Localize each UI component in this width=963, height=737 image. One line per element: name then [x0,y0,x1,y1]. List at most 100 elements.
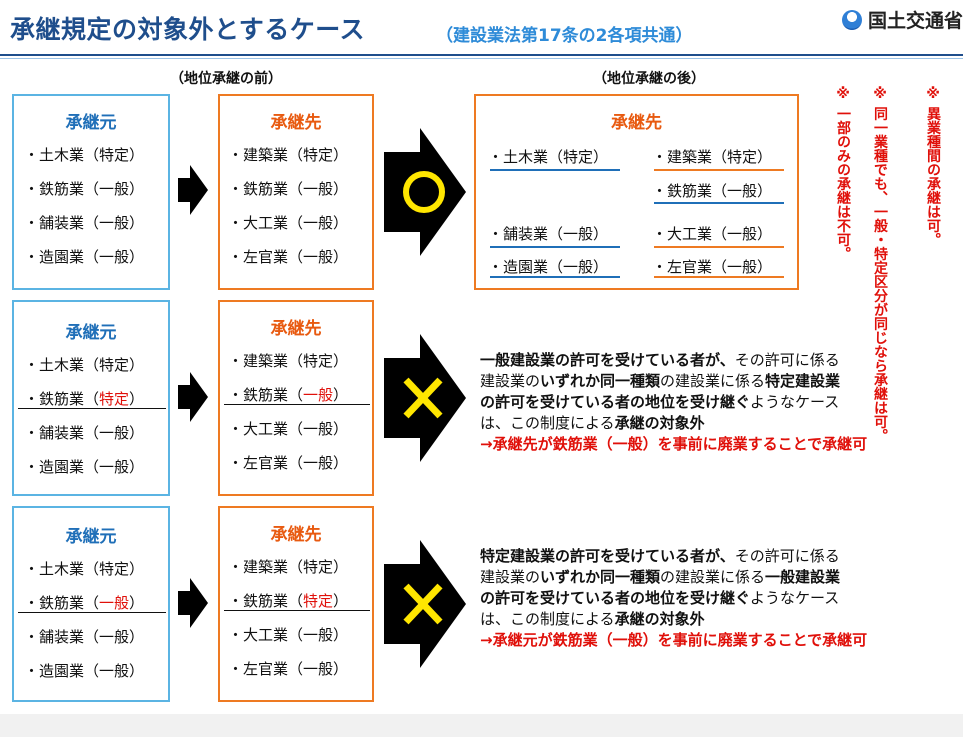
row1-big-arrow-icon [384,128,466,256]
item-class: 特定 [99,390,130,408]
underline [654,246,784,248]
row3-to-box: 承継先 ・建築業（特定） ・鉄筋業（特定） ・大工業（一般） ・左官業（一般） [218,506,374,702]
result-left-item: ・舗装業（一般） [488,225,609,243]
item-prefix: ・鉄筋業（ [24,390,100,408]
row3-to-item: ・大工業（一般） [228,626,349,644]
row3-from-item: ・造園業（一般） [24,662,145,680]
row2-to-item-changed: ・鉄筋業（一般） [228,384,348,405]
row1-to-box: 承継先 ・建築業（特定） ・鉄筋業（一般） ・大工業（一般） ・左官業（一般） [218,94,374,290]
row1-from-box: 承継元 ・土木業（特定） ・鉄筋業（一般） ・舗装業（一般） ・造園業（一般） [12,94,170,290]
row2-to-item: ・建築業（特定） [228,352,349,370]
row1-to-item: ・建築業（特定） [228,146,349,164]
underline [224,404,370,405]
row3-small-arrow-icon [178,578,208,628]
item-class: 特定 [303,592,334,610]
result-right-item: ・建築業（特定） [652,148,773,166]
row3-to-item-changed: ・鉄筋業（特定） [228,590,348,611]
logo-text: 国土交通省 [867,10,963,32]
row1-from-item: ・造園業（一般） [24,248,145,266]
row3-from-title: 承継元 [65,527,117,547]
row1-small-arrow-icon [178,165,208,215]
text-bold: 一般建設業 [765,568,841,586]
row2-to-item: ・左官業（一般） [228,454,349,472]
row1-to-item: ・鉄筋業（一般） [228,180,349,198]
row2-to-box: 承継先 ・建築業（特定） ・鉄筋業（一般） ・大工業（一般） ・左官業（一般） [218,300,374,496]
text: は、この制度による [480,414,615,432]
text: その許可に係る [734,547,840,565]
row2-from-item: ・造園業（一般） [24,458,145,476]
row1-result-box: 承継先 ・土木業（特定） ・舗装業（一般） ・造園業（一般） ・建築業（特定） … [474,94,799,290]
row3-to-item: ・左官業（一般） [228,660,349,678]
row1-from-item: ・鉄筋業（一般） [24,180,145,198]
text-bold: 一般建設業の許可を受けている者が、 [480,351,735,369]
underline [490,246,620,248]
row2-small-arrow-icon [178,372,208,422]
item-suffix: ） [129,594,145,612]
label-after: （地位承継の後） [593,71,705,87]
row3-from-item: ・舗装業（一般） [24,628,145,646]
underline [224,610,370,611]
text-bold: いずれか同一種類 [540,568,661,586]
text-bold: の許可を受けている者の地位を受け継ぐ [480,589,751,607]
header-rule [0,54,963,56]
page-subtitle: （建設業法第17条の2各項共通） [436,26,693,46]
mlit-logo-icon [841,9,862,30]
result-left-item: ・造園業（一般） [488,258,609,276]
resolution-text: →承継先が鉄筋業（一般）を事前に廃業することで承継可 [480,435,868,453]
row3-from-item-changed: ・鉄筋業（一般） [24,592,144,613]
item-suffix: ） [129,390,145,408]
row1-from-item: ・舗装業（一般） [24,214,145,232]
row2-from-item: ・土木業（特定） [24,356,145,374]
result-right-item: ・左官業（一般） [652,258,773,276]
page-title: 承継規定の対象外とするケース [10,15,366,44]
row2-from-item-changed: ・鉄筋業（特定） [24,388,144,409]
label-before: （地位承継の前） [170,71,282,87]
row1-to-item: ・左官業（一般） [228,248,349,266]
underline [18,612,166,613]
row2-from-item: ・舗装業（一般） [24,424,145,442]
underline [654,169,784,171]
row1-from-title: 承継元 [65,113,117,133]
row2-to-item: ・大工業（一般） [228,420,349,438]
text: 建設業の [480,568,541,586]
text: の建設業に係る [660,372,766,390]
item-suffix: ） [333,386,349,404]
text: その許可に係る [734,351,840,369]
text: は、この制度による [480,610,615,628]
row3-from-box: 承継元 ・土木業（特定） ・鉄筋業（一般） ・舗装業（一般） ・造園業（一般） [12,506,170,702]
row2-explanation: 一般建設業の許可を受けている者が、その許可に係る 建設業のいずれか同一種類の建設… [480,350,960,455]
row2-from-title: 承継元 [65,323,117,343]
underline [490,276,620,278]
text-bold: の許可を受けている者の地位を受け継ぐ [480,393,751,411]
note-1: ※ 異業種間の承継は可。 [925,86,941,247]
row3-explanation: 特定建設業の許可を受けている者が、その許可に係る 建設業のいずれか同一種類の建設… [480,546,960,651]
result-right-item: ・鉄筋業（一般） [652,182,773,200]
row1-to-item: ・大工業（一般） [228,214,349,232]
item-prefix: ・鉄筋業（ [24,594,100,612]
row3-big-arrow-icon [384,540,466,668]
note-3: ※ 一部のみの承継は不可。 [835,86,851,261]
header-rule-thin [0,58,963,59]
underline [490,169,620,171]
row1-to-title: 承継先 [270,113,322,133]
text-bold: 承継の対象外 [614,610,705,628]
result-right-item: ・大工業（一般） [652,225,773,243]
row1-from-item: ・土木業（特定） [24,146,145,164]
row3-from-item: ・土木業（特定） [24,560,145,578]
row2-to-title: 承継先 [270,319,322,339]
note-2: ※ 同一業種でも、一般・特定区分が同じなら承継は可。 [872,86,888,443]
mlit-logo: 国土交通省 [841,6,963,33]
item-prefix: ・鉄筋業（ [228,592,304,610]
text: 建設業の [480,372,541,390]
footer-band [0,714,963,737]
text-bold: 承継の対象外 [614,414,705,432]
text: ようなケース [750,393,840,411]
text: ようなケース [750,589,840,607]
resolution-text: →承継元が鉄筋業（一般）を事前に廃業することで承継可 [480,631,868,649]
underline [654,276,784,278]
text-bold: 特定建設業 [765,372,841,390]
result-left-item: ・土木業（特定） [488,148,609,166]
item-prefix: ・鉄筋業（ [228,386,304,404]
row2-from-box: 承継元 ・土木業（特定） ・鉄筋業（特定） ・舗装業（一般） ・造園業（一般） [12,300,170,496]
row3-to-item: ・建築業（特定） [228,558,349,576]
